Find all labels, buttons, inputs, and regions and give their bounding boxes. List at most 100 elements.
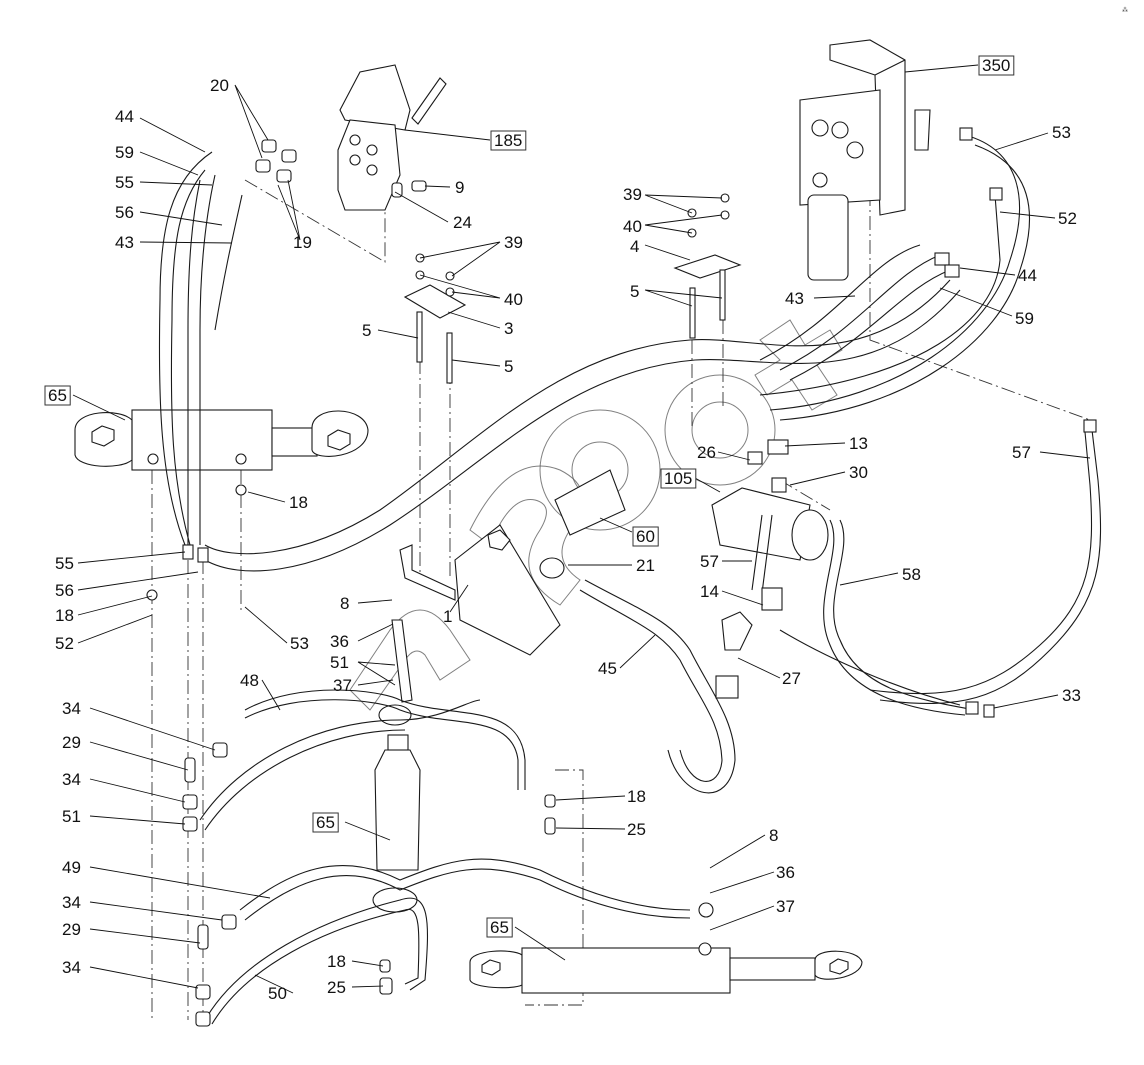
callout-50: 50 [268, 984, 287, 1003]
callout-label: 40 [623, 217, 642, 236]
callout-44: 44 [1018, 266, 1037, 285]
callout-label: 53 [290, 634, 309, 653]
hoses-57-58 [779, 419, 1102, 718]
callout-label: 56 [115, 203, 134, 222]
callout-label: 350 [982, 56, 1010, 75]
callout-label: 33 [1062, 686, 1081, 705]
callout-label: 48 [240, 671, 259, 690]
callout-39: 39 [623, 185, 642, 204]
callout-label: 25 [327, 978, 346, 997]
callout-59: 59 [1015, 309, 1034, 328]
cylinder-65-upper [74, 409, 369, 601]
steering-valve-185 [337, 64, 447, 211]
callout-58: 58 [902, 565, 921, 584]
callout-box [660, 468, 697, 489]
callout-27: 27 [782, 669, 801, 688]
callout-51: 51 [62, 807, 81, 826]
callout-3: 3 [504, 319, 513, 338]
callout-43: 43 [785, 289, 804, 308]
callout-box [978, 55, 1015, 76]
cylinder-65-center [199, 619, 691, 1025]
callout-label: 34 [62, 770, 81, 789]
leader-lines [72, 64, 1091, 994]
callout-label: 65 [316, 813, 335, 832]
callout-51: 51 [330, 653, 349, 672]
callout-label: 8 [769, 826, 778, 845]
callout-box [632, 526, 659, 547]
callout-53: 53 [290, 634, 309, 653]
callout-label: 13 [849, 434, 868, 453]
callout-label: 55 [55, 554, 74, 573]
callout-label: 27 [782, 669, 801, 688]
callout-37: 37 [776, 897, 795, 916]
callout-25: 25 [327, 978, 346, 997]
callout-label: 45 [598, 659, 617, 678]
callout-label: 44 [1018, 266, 1037, 285]
callout-label: 59 [1015, 309, 1034, 328]
callout-label: 5 [630, 282, 639, 301]
callout-label: 29 [62, 733, 81, 752]
callout-label: 37 [776, 897, 795, 916]
left-fittings [182, 742, 556, 1027]
callout-label: 65 [48, 386, 67, 405]
callout-18: 18 [289, 493, 308, 512]
callout-34: 34 [62, 699, 81, 718]
callout-5: 5 [630, 282, 639, 301]
callout-59: 59 [115, 143, 134, 162]
callout-label: 34 [62, 958, 81, 977]
callout-48: 48 [240, 671, 259, 690]
callout-8: 8 [340, 594, 349, 613]
callout-label: 34 [62, 893, 81, 912]
callout-label: 5 [504, 357, 513, 376]
callout-label: 65 [490, 918, 509, 937]
callout-37: 37 [333, 676, 352, 695]
fittings-19-20 [255, 139, 427, 198]
callout-8: 8 [769, 826, 778, 845]
callout-52: 52 [1058, 209, 1077, 228]
callout-5: 5 [362, 321, 371, 340]
callout-label: 51 [62, 807, 81, 826]
callout-21: 21 [636, 556, 655, 575]
callout-label: 1 [443, 607, 452, 626]
callout-56: 56 [55, 581, 74, 600]
callout-label: 40 [504, 290, 523, 309]
callout-65: 65 [44, 385, 71, 406]
callout-label: 39 [504, 233, 523, 252]
callout-label: 26 [697, 443, 716, 462]
callout-24: 24 [453, 213, 472, 232]
callout-13: 13 [849, 434, 868, 453]
callout-box [44, 385, 71, 406]
callout-39: 39 [504, 233, 523, 252]
callout-60: 60 [632, 526, 659, 547]
callout-55: 55 [115, 173, 134, 192]
callout-29: 29 [62, 733, 81, 752]
callout-label: 8 [340, 594, 349, 613]
callout-56: 56 [115, 203, 134, 222]
callout-18: 18 [327, 952, 346, 971]
callout-65: 65 [312, 812, 339, 833]
control-block-350 [799, 39, 931, 281]
callout-350: 350 [978, 55, 1015, 76]
callout-43: 43 [115, 233, 134, 252]
callout-57: 57 [700, 552, 719, 571]
callout-label: 51 [330, 653, 349, 672]
callout-label: 29 [62, 920, 81, 939]
callout-45: 45 [598, 659, 617, 678]
callout-label: 49 [62, 858, 81, 877]
callout-label: 58 [902, 565, 921, 584]
callout-label: 4 [630, 237, 639, 256]
callout-box [486, 917, 513, 938]
callout-33: 33 [1062, 686, 1081, 705]
callout-label: 56 [55, 581, 74, 600]
callout-29: 29 [62, 920, 81, 939]
callout-label: 44 [115, 107, 134, 126]
callout-4: 4 [630, 237, 639, 256]
callout-label: 105 [664, 469, 692, 488]
callout-label: 36 [776, 863, 795, 882]
callout-57: 57 [1012, 443, 1031, 462]
callout-36: 36 [776, 863, 795, 882]
callout-14: 14 [700, 582, 719, 601]
callout-label: 19 [293, 233, 312, 252]
callout-55: 55 [55, 554, 74, 573]
callout-20: 20 [210, 76, 229, 95]
